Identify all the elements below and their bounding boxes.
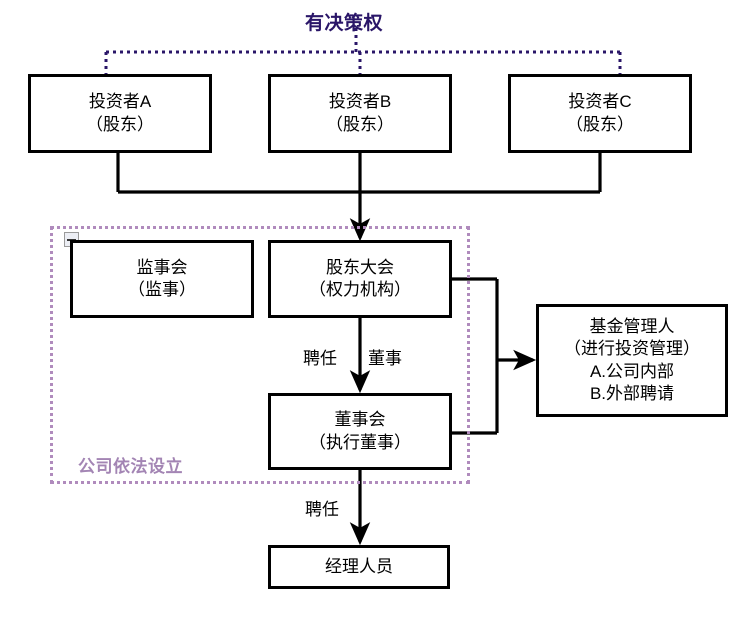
node-investor-b[interactable]: 投资者B （股东） bbox=[268, 74, 452, 153]
node-investor-a[interactable]: 投资者A （股东） bbox=[28, 74, 212, 153]
node-shareholders-meeting[interactable]: 股东大会 （权力机构） bbox=[268, 240, 452, 318]
node-supervisory-board[interactable]: 监事会 （监事） bbox=[70, 240, 254, 318]
company-group-container bbox=[50, 226, 470, 484]
node-fund-manager-line2: （进行投资管理） bbox=[564, 339, 700, 359]
node-investor-a-line1: 投资者A bbox=[88, 92, 152, 112]
node-fund-manager-line1: 基金管理人 bbox=[589, 316, 675, 336]
company-group-label: 公司依法设立 bbox=[78, 457, 183, 476]
node-fund-manager-line4: B.外部聘请 bbox=[589, 383, 675, 403]
diagram-title: 有决策权 bbox=[305, 13, 384, 34]
edge-label-appoint-director-left: 聘任 bbox=[303, 349, 337, 368]
node-fund-manager[interactable]: 基金管理人 （进行投资管理） A.公司内部 B.外部聘请 bbox=[536, 304, 728, 417]
node-supervisory-board-line1: 监事会 bbox=[136, 257, 188, 277]
node-investor-c[interactable]: 投资者C （股东） bbox=[508, 74, 692, 153]
node-shareholders-meeting-line2: （权力机构） bbox=[309, 280, 411, 299]
node-fund-manager-line3: A.公司内部 bbox=[589, 361, 675, 381]
node-investor-c-line1: 投资者C bbox=[568, 92, 632, 112]
node-shareholders-meeting-line1: 股东大会 bbox=[326, 257, 394, 277]
node-managers[interactable]: 经理人员 bbox=[268, 545, 450, 589]
node-board-of-directors[interactable]: 董事会 （执行董事） bbox=[268, 393, 452, 470]
edge-label-appoint-manager: 聘任 bbox=[305, 500, 339, 519]
node-investor-b-line1: 投资者B bbox=[328, 92, 392, 112]
node-managers-line1: 经理人员 bbox=[325, 556, 393, 576]
node-supervisory-board-line2: （监事） bbox=[128, 280, 196, 299]
node-investor-a-line2: （股东） bbox=[86, 114, 154, 134]
minus-bar bbox=[67, 238, 76, 241]
edge-label-appoint-director-right: 董事 bbox=[368, 349, 402, 368]
node-investor-b-line2: （股东） bbox=[326, 114, 394, 134]
node-board-of-directors-line1: 董事会 bbox=[334, 410, 386, 430]
node-board-of-directors-line2: （执行董事） bbox=[309, 432, 411, 452]
node-investor-c-line2: （股东） bbox=[566, 114, 634, 134]
